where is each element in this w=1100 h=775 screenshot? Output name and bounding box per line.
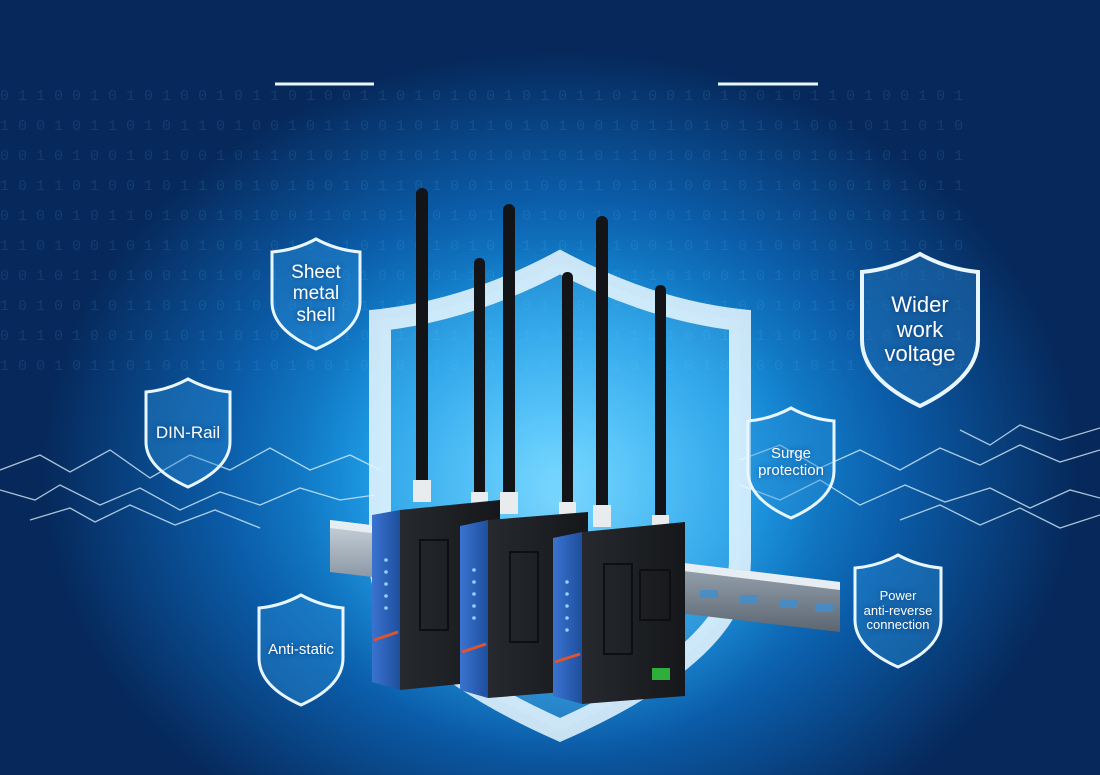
badge-label: Wider work voltage xyxy=(884,292,956,367)
svg-text:0 0 1 0 1 0 0 1 0 1 0 0 1 0 1: 0 0 1 0 1 0 0 1 0 1 0 0 1 0 1 1 0 1 0 1 … xyxy=(0,148,963,165)
svg-text:0 1 0 0 1 0 1 1 0 1 0 0 1 0 1: 0 1 0 0 1 0 1 1 0 1 0 0 1 0 1 0 0 1 1 0 … xyxy=(0,208,963,225)
shield-icon xyxy=(270,237,362,351)
router-device-3 xyxy=(553,216,685,704)
badge-label: Power anti-reverse connection xyxy=(863,588,933,633)
lightning xyxy=(0,424,1100,529)
router-device-2 xyxy=(460,204,588,698)
svg-text:0 1 1 0 0 1 0 1 0 1 0 0 1 0 1: 0 1 1 0 0 1 0 1 0 1 0 0 1 0 1 1 0 1 0 0 … xyxy=(0,88,963,105)
svg-text:1 1 0 1 0 0 1 0 1 1 0 1 0 0 1: 1 1 0 1 0 0 1 0 1 1 0 1 0 0 1 0 1 0 1 1 … xyxy=(0,238,963,255)
shield-icon xyxy=(257,593,345,707)
badge-surge-protection: Surge protection xyxy=(744,405,838,521)
badge-anti-static: Anti-static xyxy=(255,592,347,708)
badge-din-rail: DIN-Rail xyxy=(142,376,234,490)
svg-text:1 0 1 1 0 1 0 0 1 0 1 1 0 0 1: 1 0 1 1 0 1 0 0 1 0 1 1 0 0 1 0 1 0 0 1 … xyxy=(0,178,963,195)
badge-label: Anti-static xyxy=(268,640,334,658)
badge-power-anti-reverse-connection: Power anti-reverse connection xyxy=(851,552,945,670)
badge-wider-work-voltage: Wider work voltage xyxy=(857,250,983,410)
shield-icon xyxy=(860,251,980,409)
svg-text:1 0 0 1 0 1 1 0 1 0 1 1 0 1 0: 1 0 0 1 0 1 1 0 1 0 1 1 0 1 0 0 1 0 1 1 … xyxy=(0,118,963,135)
badge-sheet-metal-shell: Sheet metal shell xyxy=(268,236,364,352)
shield-icon xyxy=(144,377,232,489)
badge-label: Sheet metal shell xyxy=(291,262,341,326)
shield-icon xyxy=(746,406,836,520)
badge-label: DIN-Rail xyxy=(155,423,221,443)
badge-label: Surge protection xyxy=(758,445,824,479)
shield-icon xyxy=(853,553,943,669)
